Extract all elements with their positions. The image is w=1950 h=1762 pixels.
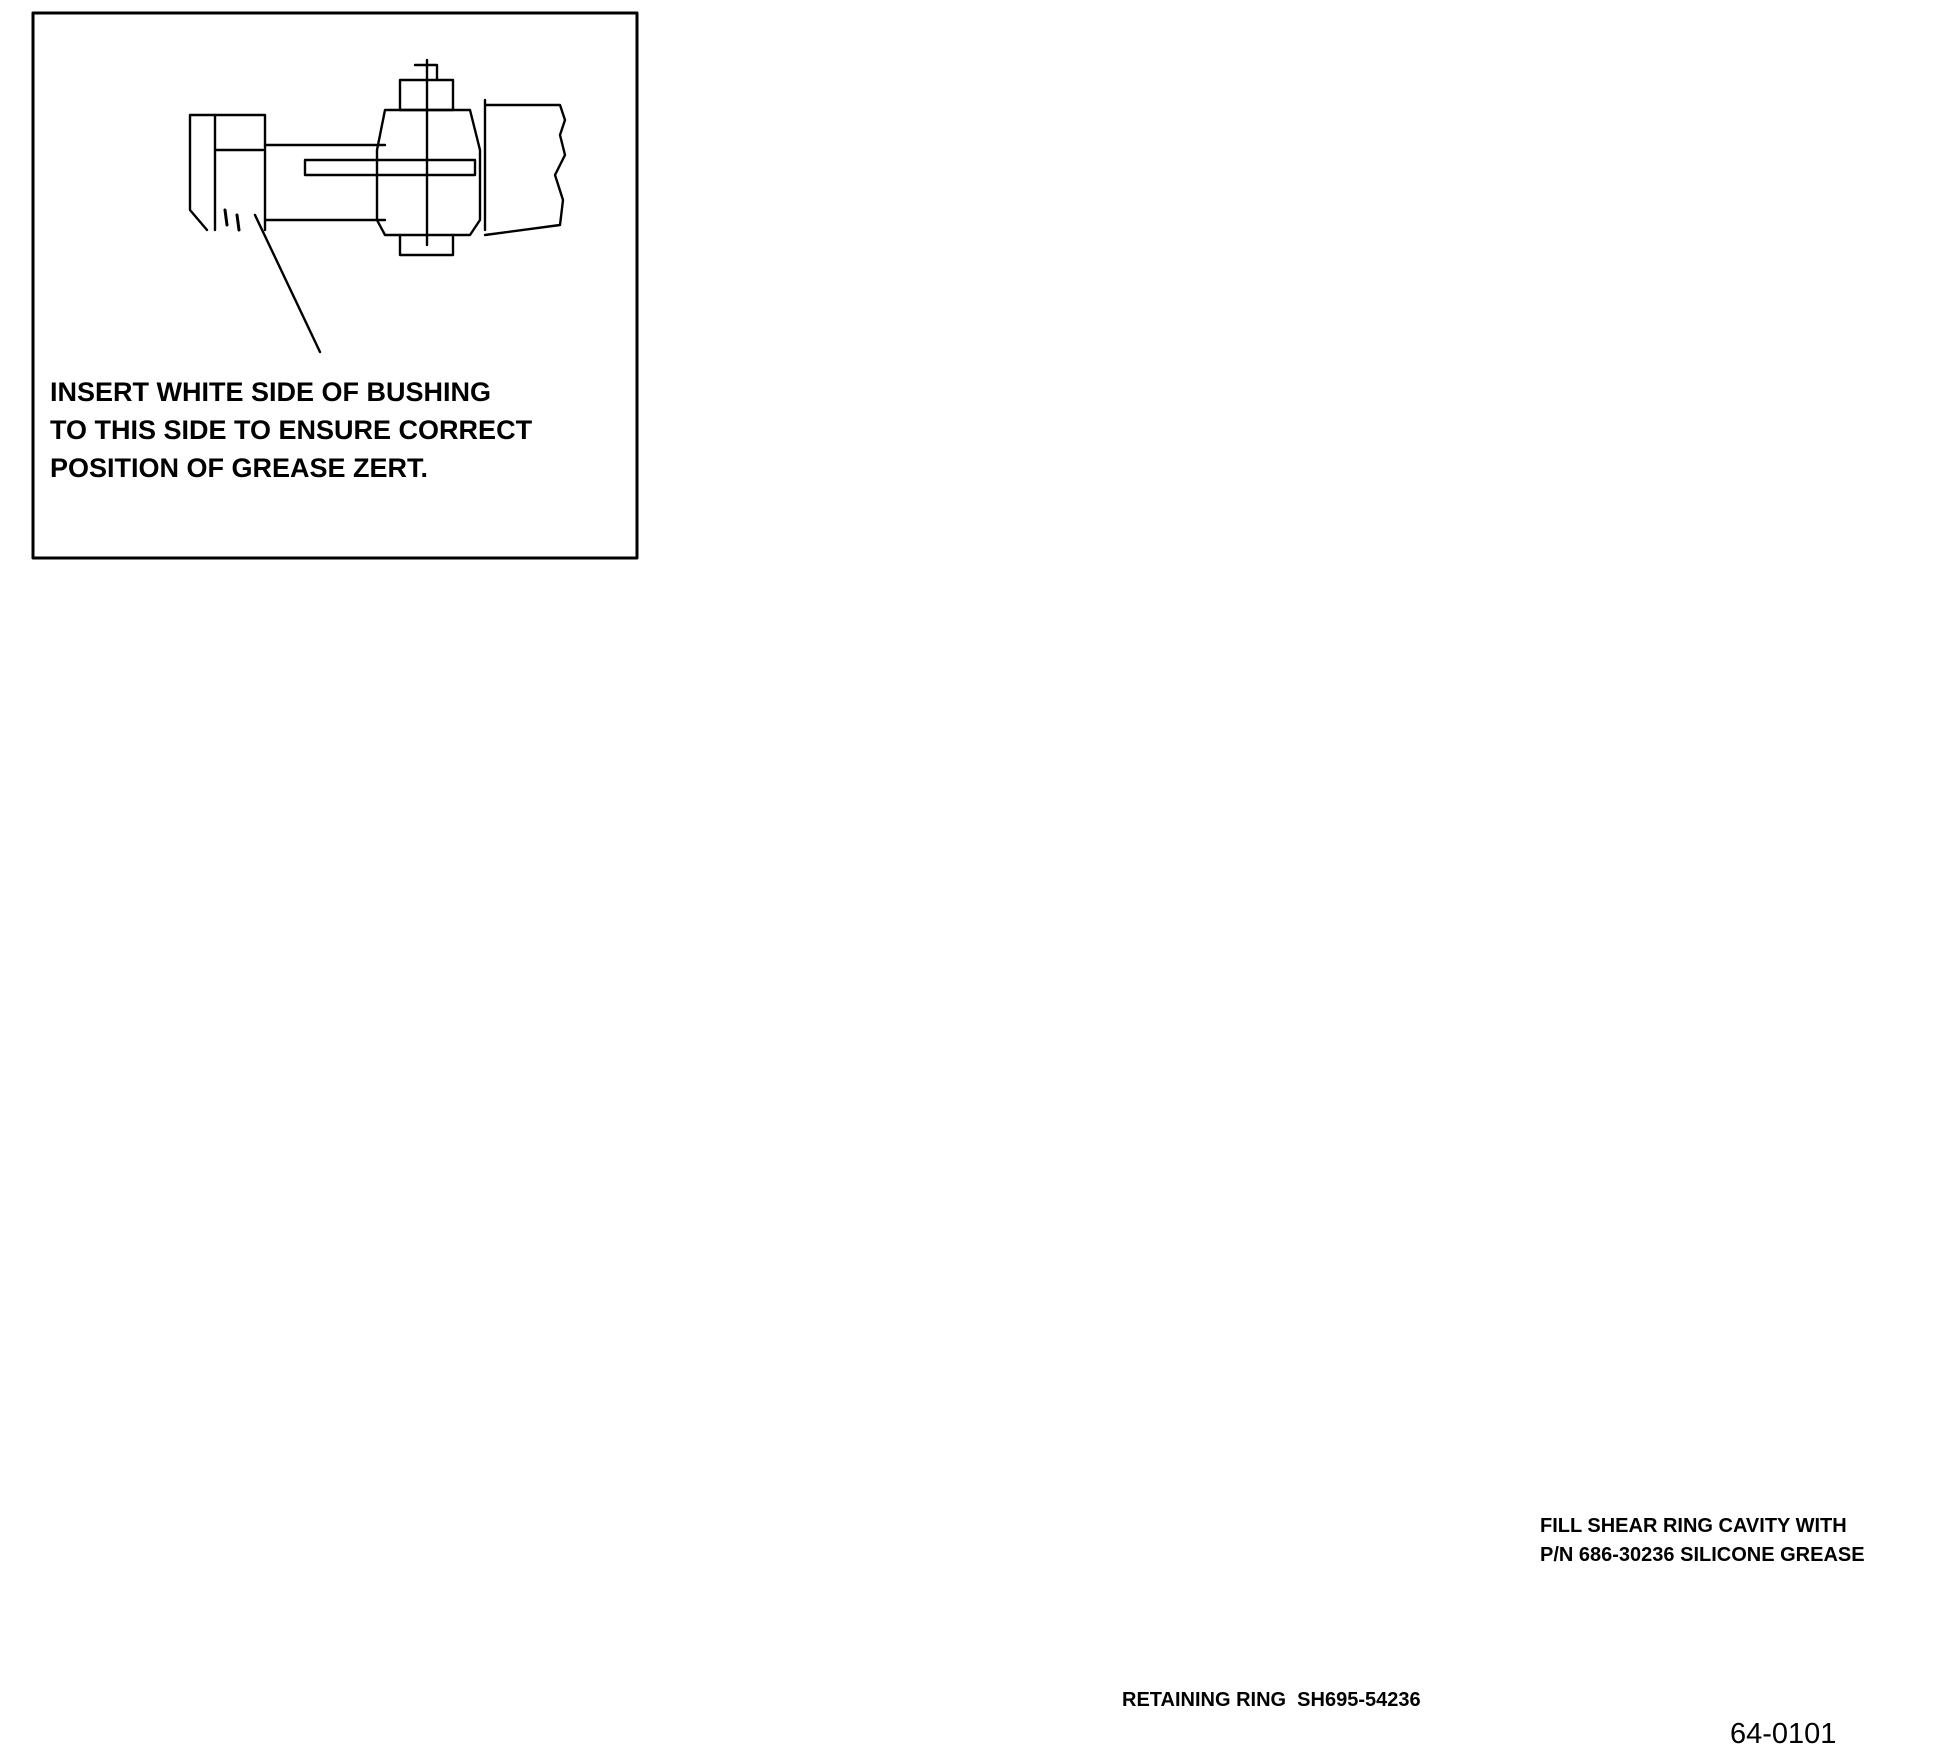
drawing-number: 64-0101 xyxy=(1730,1718,1837,1750)
bushing-note-line-2: TO THIS SIDE TO ENSURE CORRECT xyxy=(50,415,533,445)
retaining-ring-caption: RETAINING RING SH695-54236 xyxy=(1122,1689,1421,1711)
shear-ring-note-line-2: P/N 686-30236 SILICONE GREASE xyxy=(1540,1544,1865,1566)
bushing-detail-inset xyxy=(33,13,637,558)
bushing-leader-line xyxy=(255,215,320,352)
bushing-inset-frame xyxy=(33,13,637,558)
shear-ring-note-line-1: FILL SHEAR RING CAVITY WITH xyxy=(1540,1515,1847,1537)
bushing-note-line-1: INSERT WHITE SIDE OF BUSHING xyxy=(50,377,492,407)
bushing-detail-drawing xyxy=(190,60,565,255)
bushing-note-line-3: POSITION OF GREASE ZERT. xyxy=(50,453,429,483)
